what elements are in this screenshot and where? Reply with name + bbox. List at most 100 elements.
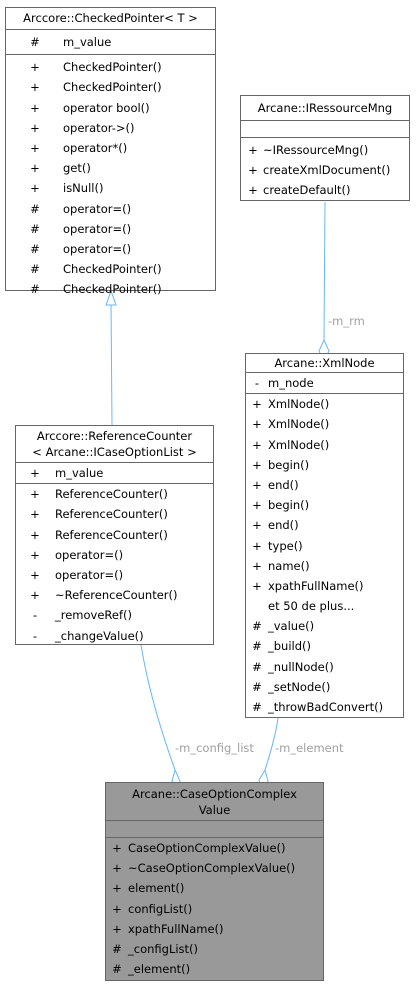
method-name: _element() (128, 962, 191, 977)
visibility-marker: + (30, 140, 40, 155)
method-name: operator bool() (63, 100, 150, 115)
method-row: + operator*() (6, 138, 215, 158)
visibility-marker: + (30, 527, 40, 542)
method-row: + ~IRessourceMng() (241, 140, 409, 160)
visibility-marker: + (30, 487, 40, 502)
visibility-marker: + (248, 183, 258, 198)
visibility-marker: + (252, 498, 262, 513)
method-name: _changeValue() (55, 628, 144, 643)
method-row: +configList() (106, 899, 323, 919)
visibility-marker: + (30, 120, 40, 135)
method-name: isNull() (63, 181, 104, 196)
method-name: begin() (268, 498, 310, 513)
visibility-marker: + (248, 163, 258, 178)
visibility-marker: + (252, 437, 262, 452)
visibility-marker: - (254, 376, 260, 390)
method-row: +end() (246, 475, 403, 495)
method-row: +isNull() (6, 178, 215, 198)
method-name: _nullNode() (268, 659, 334, 674)
method-row: -_changeValue() (16, 626, 213, 646)
method-name: operator*() (63, 140, 128, 155)
method-row: #_nullNode() (246, 657, 403, 677)
class-title: Arccore::ReferenceCounter < Arcane::ICas… (16, 426, 213, 463)
method-row: + ReferenceCounter() (16, 525, 213, 545)
method-name: _value() (268, 619, 315, 634)
visibility-marker: + (112, 861, 122, 876)
visibility-marker: # (30, 262, 40, 277)
class-title-line: Arcane::CaseOptionComplex (132, 787, 297, 801)
method-row: + operator=() (16, 565, 213, 585)
visibility-marker: + (112, 841, 122, 855)
visibility-marker: + (30, 588, 40, 603)
method-name: end() (268, 518, 299, 533)
method-name: _configList() (128, 941, 199, 956)
method-name: XmlNode() (268, 397, 330, 412)
visibility-marker: + (248, 143, 258, 157)
visibility-marker: + (252, 538, 262, 553)
method-name: operator=() (63, 201, 132, 216)
method-row: +ReferenceCounter() (16, 504, 213, 524)
visibility-marker: + (252, 397, 262, 412)
attributes-section: -m_node (246, 373, 403, 395)
attributes-section: # m_value (6, 30, 215, 56)
visibility-marker: # (252, 700, 262, 714)
visibility-marker: + (30, 547, 40, 562)
method-row: +~ReferenceCounter() (16, 585, 213, 605)
attribute-name: m_node (268, 376, 314, 390)
method-name: ReferenceCounter() (55, 507, 168, 522)
method-row: +createDefault() (241, 180, 409, 200)
more-members-text: et 50 de plus... (268, 599, 355, 614)
class-case-option-complex-value[interactable]: Arcane::CaseOptionComplex Value +CaseOpt… (105, 782, 324, 981)
method-name: _build() (268, 639, 312, 654)
method-row: +CheckedPointer() (6, 77, 215, 97)
class-reference-counter[interactable]: Arccore::ReferenceCounter < Arcane::ICas… (15, 425, 214, 645)
visibility-marker: + (30, 567, 40, 582)
method-name: CheckedPointer() (63, 60, 162, 75)
method-name: operator=() (55, 547, 124, 562)
method-row: +xpathFullName() (106, 919, 323, 939)
method-row: +CaseOptionComplexValue() (106, 838, 323, 858)
method-name: ReferenceCounter() (55, 527, 168, 542)
method-name: createXmlDocument() (263, 163, 391, 178)
class-iressource-mng[interactable]: Arcane::IRessourceMng +~IRessourceMng() … (240, 95, 410, 201)
method-name: ~IRessourceMng() (263, 143, 369, 157)
method-row: +xpathFullName() (246, 576, 403, 596)
visibility-marker: + (30, 100, 40, 115)
method-row: + get() (6, 158, 215, 178)
visibility-marker: + (252, 518, 262, 533)
method-row: # _value() (246, 616, 403, 636)
methods-section: +CheckedPointer() +CheckedPointer() +ope… (6, 55, 215, 301)
visibility-marker: + (112, 901, 122, 916)
class-title-line: Value (198, 803, 231, 817)
method-row: +CheckedPointer() (6, 57, 215, 77)
attributes-section (106, 821, 323, 838)
visibility-marker: + (30, 161, 40, 176)
method-name: ~CaseOptionComplexValue() (128, 861, 296, 876)
method-row: + operator=() (16, 545, 213, 565)
class-xml-node[interactable]: Arcane::XmlNode -m_node +XmlNode() +XmlN… (245, 353, 404, 718)
class-checked-pointer[interactable]: Arccore::CheckedPointer< T > # m_value +… (5, 7, 216, 296)
methods-section: +CaseOptionComplexValue() + ~CaseOptionCo… (106, 838, 323, 979)
visibility-marker: # (112, 962, 122, 977)
visibility-marker: # (30, 282, 40, 297)
method-name: get() (63, 161, 91, 176)
method-name: _removeRef() (55, 608, 132, 623)
method-row: # _throwBadConvert() (246, 697, 403, 717)
method-row: +XmlNode() (246, 414, 403, 434)
method-name: ReferenceCounter() (55, 487, 168, 502)
method-name: _throwBadConvert() (268, 700, 384, 714)
method-row: + XmlNode() (246, 394, 403, 414)
m-element-edge (264, 717, 279, 771)
attributes-section (241, 121, 409, 138)
visibility-marker: + (252, 558, 262, 573)
method-row: #operator=() (6, 219, 215, 239)
attribute-row: -m_node (246, 373, 403, 393)
visibility-marker: # (252, 619, 262, 634)
method-name: operator=() (55, 567, 124, 582)
method-row: + ReferenceCounter() (16, 484, 213, 504)
methods-section: + ~IRessourceMng() + createXmlDocument() +… (241, 138, 409, 203)
attribute-name: m_value (63, 35, 112, 49)
methods-section: +ReferenceCounter() +ReferenceCounter() … (16, 484, 213, 646)
method-name: XmlNode() (268, 417, 330, 432)
visibility-marker: - (32, 608, 38, 623)
